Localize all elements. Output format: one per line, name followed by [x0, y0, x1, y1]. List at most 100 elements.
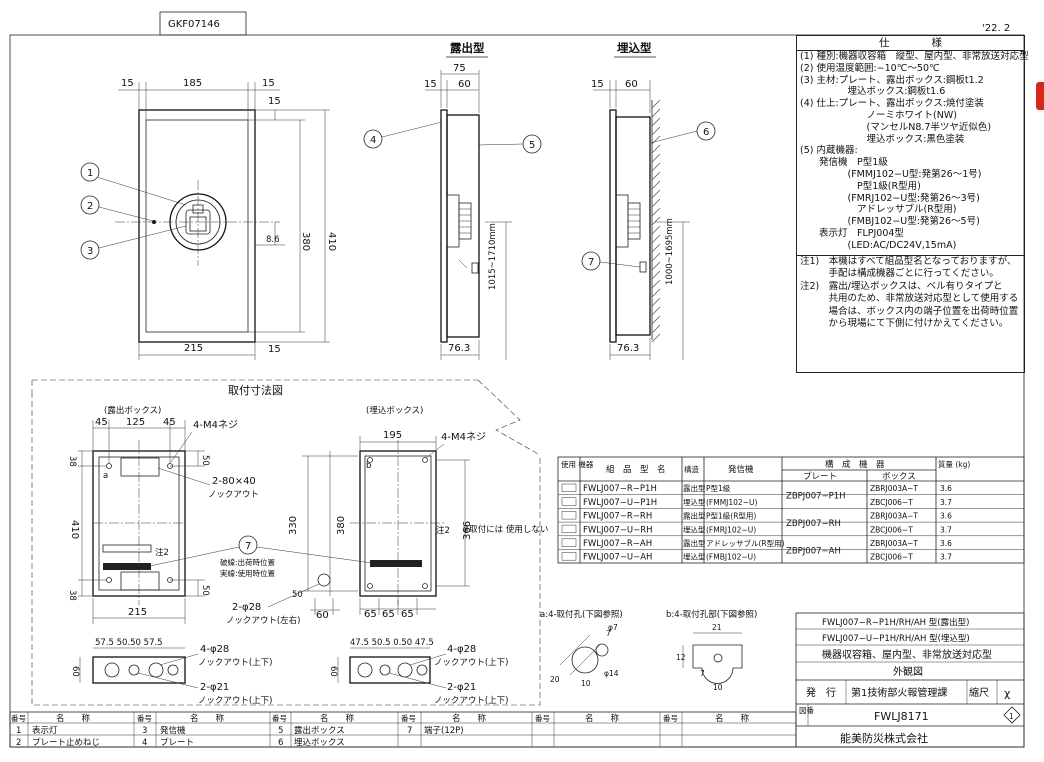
svg-text:65: 65 [382, 609, 395, 620]
combo-tx: アドレッサブル(R型用) [706, 538, 785, 548]
svg-text:能美防災株式会社: 能美防災株式会社 [840, 731, 928, 745]
svg-text:5: 5 [278, 726, 283, 736]
svg-text:番号: 番号 [535, 713, 550, 723]
svg-text:4-φ28: 4-φ28 [447, 644, 476, 655]
svg-text:15: 15 [424, 79, 437, 90]
svg-text:※取付には 使用しない: ※取付には 使用しない [462, 524, 548, 535]
svg-text:380: 380 [300, 232, 311, 251]
combo-tx: (FMRJ102−U) [706, 525, 756, 534]
svg-text:図番: 図番 [799, 705, 814, 715]
combo-struct: 埋込型 [683, 552, 706, 562]
svg-text:ボックス: ボックス [882, 472, 916, 482]
combo-struct: 露出型 [683, 483, 706, 493]
combo-box: ZBRJ003A−T [870, 512, 918, 521]
use-checkbox[interactable] [561, 524, 577, 534]
svg-text:21: 21 [712, 623, 722, 632]
svg-text:番号: 番号 [11, 713, 26, 723]
combo-mass: 3.6 [940, 512, 952, 521]
use-checkbox[interactable] [561, 552, 577, 561]
svg-text:380: 380 [336, 516, 347, 535]
combo-box: ZBCJ006−T [870, 525, 913, 534]
combination-table: 使用 機器 組 品 型 名 構造 発信機 構 成 機 器 プレート ボックス 質… [557, 456, 1025, 564]
use-checkbox[interactable] [561, 483, 577, 492]
svg-text:195: 195 [383, 430, 402, 441]
svg-text:注2: 注2 [155, 547, 169, 558]
svg-text:38: 38 [67, 456, 77, 467]
svg-text:10: 10 [713, 683, 723, 692]
svg-text:15: 15 [268, 96, 281, 107]
combo-mass: 3.7 [940, 525, 952, 534]
svg-text:プレート止めねじ: プレート止めねじ [32, 737, 100, 748]
svg-text:構 成 機 器: 構 成 機 器 [825, 459, 885, 470]
svg-text:名 称: 名 称 [56, 713, 91, 724]
svg-text:番号: 番号 [663, 713, 678, 723]
combo-tx: (FMBJ102−U) [706, 553, 756, 562]
use-checkbox[interactable] [561, 538, 577, 547]
svg-text:60: 60 [458, 79, 471, 90]
spec-row: (FMRJ102−U型:発第26〜3号) [800, 192, 980, 204]
mounting-diagram: 取付寸法図 (露出ボックス) (埋込ボックス) a 45 125 45 4-M4… [31, 379, 548, 706]
spec-row: 表示灯 FLPJ004型 [800, 227, 904, 239]
spec-note: 注2) 露出/埋込ボックスは、ベル有りタイプと [800, 280, 1003, 292]
spec-row: (LED:AC/DC24V,15mA) [800, 239, 957, 251]
svg-text:破線:出荷時位置: 破線:出荷時位置 [220, 557, 276, 567]
svg-text:名 称: 名 称 [585, 713, 620, 724]
use-checkbox[interactable] [561, 511, 577, 520]
svg-text:ノックアウト(左右): ノックアウト(左右) [226, 615, 300, 626]
svg-text:47.5 50.5 0.50 47.5: 47.5 50.5 0.50 47.5 [350, 638, 434, 648]
svg-text:ノックアウト: ノックアウト [208, 490, 259, 500]
spec-row: 埋込ボックス:鋼板t1.6 [800, 86, 946, 98]
svg-text:b:4-取付孔部(下図参照): b:4-取付孔部(下図参照) [666, 609, 757, 620]
svg-text:215: 215 [184, 343, 203, 354]
combo-struct: 埋込型 [683, 524, 706, 534]
svg-text:1000~1695mm: 1000~1695mm [665, 218, 675, 285]
svg-text:50: 50 [200, 585, 210, 596]
svg-text:15: 15 [268, 344, 281, 355]
recessed-side-view: 埋込型 15 60 76.3 1000~1695mm 6 7 [581, 41, 716, 360]
spec-panel: 仕 様 (1) 種別:機器収容箱 縦型、屋内型、非常放送対応型(2) 使用温度範… [796, 35, 1029, 373]
svg-text:端子(12P): 端子(12P) [424, 725, 464, 736]
combo-model: FWLJ007−R−AH [583, 539, 652, 549]
doc-date: '22. 2 [982, 23, 1010, 34]
svg-text:65: 65 [364, 609, 377, 620]
spec-row: (FMBJ102−U型:発第26〜5号) [800, 216, 980, 228]
svg-text:185: 185 [183, 78, 202, 89]
combo-struct: 露出型 [683, 538, 706, 548]
svg-text:名 称: 名 称 [715, 713, 750, 724]
svg-text:χ: χ [1004, 687, 1011, 700]
svg-text:8.6: 8.6 [266, 235, 280, 245]
svg-text:2-φ28: 2-φ28 [232, 602, 261, 613]
combo-box: ZBRJ003A−T [870, 484, 918, 493]
svg-text:埋込ボックス: 埋込ボックス [294, 737, 345, 748]
combo-tx: P型1級 [706, 483, 731, 493]
svg-text:7: 7 [606, 629, 611, 638]
svg-text:45: 45 [163, 417, 176, 428]
spec-note: から現場にて下側に付けかえてください。 [800, 318, 1009, 330]
svg-text:3: 3 [87, 246, 93, 257]
combo-model: FWLJ007−U−P1H [583, 498, 657, 508]
svg-text:注2: 注2 [436, 525, 450, 536]
svg-text:65: 65 [401, 609, 414, 620]
svg-text:215: 215 [128, 607, 147, 618]
svg-text:10: 10 [581, 679, 591, 688]
spec-row: (4) 仕上:プレート、露出ボックス:焼付塗装 [800, 98, 984, 110]
svg-text:発信機: 発信機 [728, 464, 754, 475]
svg-text:45: 45 [95, 417, 108, 428]
svg-text:2: 2 [16, 738, 21, 748]
spec-row: (FMMJ102−U型:発第26〜1号) [800, 168, 982, 180]
svg-text:7: 7 [245, 541, 251, 552]
svg-text:番号: 番号 [401, 713, 416, 723]
combo-mass: 3.6 [940, 539, 952, 548]
svg-text:使用 機器: 使用 機器 [561, 459, 594, 469]
use-checkbox[interactable] [561, 497, 577, 506]
spec-list: (1) 種別:機器収容箱 縦型、屋内型、非常放送対応型(2) 使用温度範囲:−1… [797, 51, 1029, 252]
svg-text:(露出ボックス): (露出ボックス) [104, 405, 161, 416]
svg-text:50: 50 [200, 455, 210, 466]
spec-row: (マンセルN8.7半ツヤ近似色) [800, 121, 992, 133]
svg-text:2-80×40: 2-80×40 [212, 476, 256, 487]
front-view: 15 185 15 15 380 410 8.6 15 215 1 2 3 [80, 78, 337, 360]
svg-text:4-φ28: 4-φ28 [200, 644, 229, 655]
svg-text:(埋込ボックス): (埋込ボックス) [366, 405, 423, 416]
svg-text:組 品 型 名: 組 品 型 名 [606, 464, 666, 475]
spec-row: 埋込ボックス:黒色塗装 [800, 133, 965, 145]
